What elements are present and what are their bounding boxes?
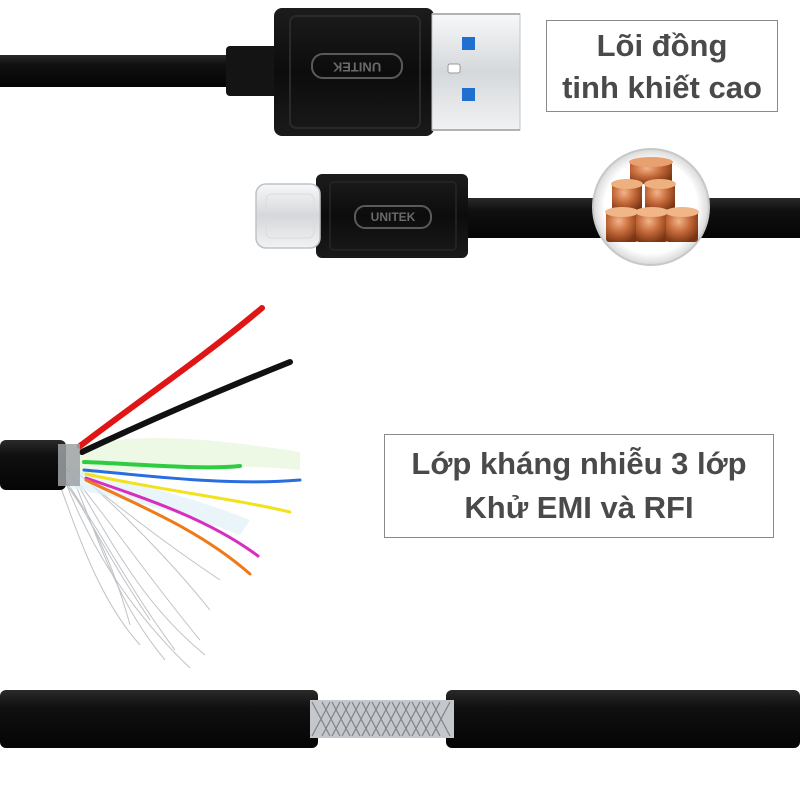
copper-spool-icon	[605, 157, 699, 242]
stripped-cable-wires	[0, 305, 302, 669]
shielding-line2: Khử EMI và RFI	[464, 490, 694, 525]
usb-c-plug	[255, 183, 321, 249]
copper-spools-badge	[592, 148, 710, 266]
cable-cutaway	[0, 690, 800, 748]
connector-logo-text: UNITEK	[332, 60, 381, 75]
usb-a-plug	[431, 13, 521, 131]
unitek-logo: UNITEK	[354, 205, 432, 229]
unitek-logo: UNITEK	[311, 53, 403, 79]
connector-logo-text: UNITEK	[371, 210, 416, 224]
braid-pattern	[311, 701, 451, 737]
copper-core-line1: Lõi đồng	[596, 28, 728, 63]
copper-core-line2: tinh khiết cao	[562, 70, 762, 105]
shielding-callout: Lớp kháng nhiễu 3 lớp Khử EMI và RFI	[384, 434, 774, 538]
usb-c-cable: UNITEK	[255, 174, 800, 258]
usb-a-cable: UNITEK	[0, 8, 521, 136]
copper-core-callout: Lõi đồng tinh khiết cao	[546, 20, 778, 112]
shielding-line1: Lớp kháng nhiễu 3 lớp	[411, 446, 747, 481]
